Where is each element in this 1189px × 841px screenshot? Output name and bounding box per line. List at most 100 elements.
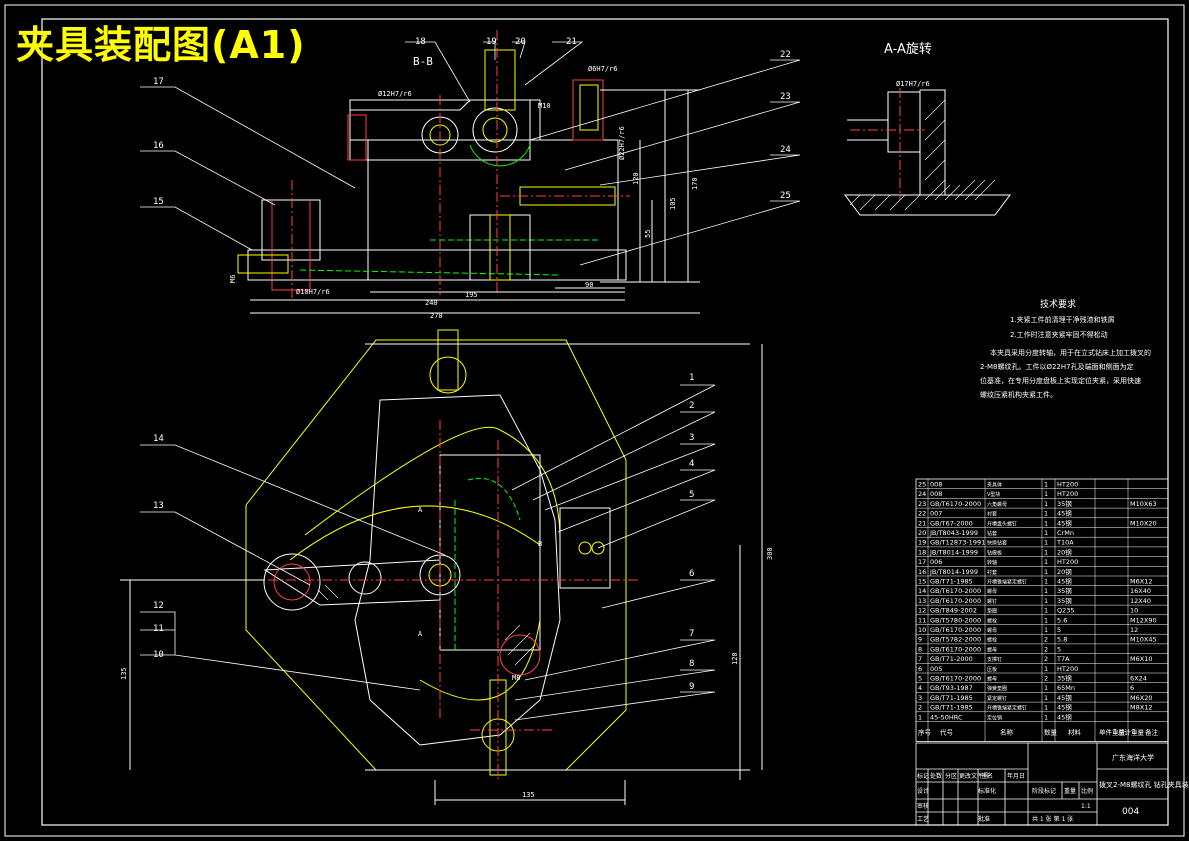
bom-cell: 3 [918, 694, 922, 702]
callout-1: 1 [689, 373, 694, 383]
callout-22: 22 [780, 50, 791, 60]
tb-count: 处数 [930, 772, 942, 780]
bom-cell: 1 [1044, 704, 1048, 712]
dim-240: 240 [425, 299, 438, 307]
bom-cell: 005 [930, 665, 942, 673]
bom-cell: Q235 [1057, 607, 1075, 615]
bom-cell: M10X20 [1130, 519, 1157, 527]
bom-cell: 1 [1044, 665, 1048, 673]
bom-cell: 1 [1044, 607, 1048, 615]
bom-cell: 23 [918, 500, 926, 508]
plan-view [120, 329, 763, 805]
bom-cell: 压板 [987, 666, 997, 673]
bom-cell: HT200 [1057, 558, 1078, 566]
bom-cell: 2 [1044, 655, 1048, 663]
dim-105: 105 [669, 197, 677, 210]
bom-cell: 17 [918, 558, 926, 566]
fit-label-4: Ø17H7/r6 [896, 80, 930, 88]
bom-cell: GB/T6170-2000 [930, 626, 981, 634]
bom-cell: M12X90 [1130, 616, 1157, 624]
bom-cell: GB/T71-1985 [930, 694, 973, 702]
callout-17: 17 [153, 77, 164, 87]
callout-21: 21 [566, 37, 577, 47]
bom-cell: 45钢 [1057, 713, 1072, 721]
bom-cell: 弹簧垫圈 [987, 685, 1007, 692]
bom-cell: 16X40 [1130, 587, 1151, 595]
bom-header-cell: 总计重量 [1118, 728, 1145, 737]
callout-18: 18 [415, 37, 426, 47]
bom-cell: 45钢 [1057, 510, 1072, 518]
fit-label-2: Ø6H7/r6 [588, 65, 618, 73]
bom-cell: 螺母 [987, 588, 997, 595]
bom-cell: 1 [1044, 597, 1048, 605]
plan-hatch [317, 584, 536, 666]
bom-cell: 5.8 [1057, 636, 1067, 644]
fit-label-3: Ø18H7/r6 [296, 288, 330, 296]
bom-cell: 21 [918, 519, 926, 527]
callout-23: 23 [780, 92, 791, 102]
bom-cell: CrMn [1057, 529, 1074, 537]
bom-cell: GB/T5780-2000 [930, 616, 981, 624]
bom-cell: 衬套 [987, 569, 997, 576]
bom-cell: 35钢 [1057, 587, 1072, 595]
tech-line-2: 2.工作时注意夹紧牢固不得松动 [1010, 330, 1108, 339]
callout-8: 8 [689, 659, 694, 669]
tb-weight: 重量 [1064, 787, 1076, 795]
callout-2: 2 [689, 401, 694, 411]
bom-cell: 螺栓 [987, 637, 997, 644]
bom-cell: 2 [1044, 675, 1048, 683]
section-bb-label: B-B [413, 55, 433, 68]
bom-cell: M6X20 [1130, 694, 1152, 702]
tb-school: 广东海洋大学 [1112, 753, 1154, 762]
bom-cell: 5 [918, 675, 922, 683]
bom-cell: 开槽盘头螺钉 [987, 520, 1017, 527]
title-block [915, 742, 1169, 826]
bom-cell: T10A [1056, 539, 1074, 547]
bom-cell: T7A [1056, 655, 1070, 663]
bom-cell: 螺母 [987, 627, 997, 634]
inner-frame [41, 18, 1169, 826]
dim-120b: 120 [731, 652, 739, 665]
callout-19: 19 [486, 37, 497, 47]
bom-cell: 12X40 [1130, 597, 1151, 605]
bom-cell: 1 [1044, 626, 1048, 634]
bom-cell: 支撑钉 [987, 656, 1002, 663]
bom-header-cell: 名称 [1000, 728, 1014, 737]
bom-cell: 006 [930, 558, 942, 566]
bom-cell: 1 [1044, 684, 1048, 692]
bom-cell: 35钢 [1057, 597, 1072, 605]
tech-desc-2: 2-M8螺纹孔。工件以Ø22H7孔及端面和侧面为定 [980, 362, 1134, 371]
dim-90: 90 [585, 281, 593, 289]
callout-13: 13 [153, 501, 164, 511]
bom-cell: 10 [918, 626, 926, 634]
bom-header-cell: 序号 [918, 728, 932, 737]
bom-cell: 1 [1044, 578, 1048, 586]
bom-cell: 1 [1044, 713, 1048, 721]
section-aa-label: A-A旋转 [884, 42, 932, 57]
tb-review: 审核 [917, 802, 929, 810]
tech-heading: 技术要求 [1040, 298, 1076, 310]
bom-cell: GB/T6170-2000 [930, 675, 981, 683]
bom-cell: 45钢 [1057, 519, 1072, 527]
bom-cell: 5 [1057, 626, 1061, 634]
bom-cell: 35钢 [1057, 675, 1072, 683]
callout-4: 4 [689, 459, 694, 469]
bom-cell: 1 [1044, 500, 1048, 508]
bom-cell: GB/T71-2000 [930, 655, 973, 663]
aa-hatch [849, 99, 996, 211]
bom-cell: GB/T6170-2000 [930, 597, 981, 605]
tb-change: 更改文件号 [959, 772, 989, 780]
bom-cell: 5.6 [1057, 616, 1067, 624]
bom-header-cell: 备注 [1145, 728, 1159, 737]
bom-cell: 45-50HRC [930, 713, 963, 721]
bom-cell: 12 [918, 607, 926, 615]
dim-a1: A [418, 506, 423, 514]
bom-cell: 1 [918, 713, 922, 721]
bom-header-cell: 单件重量 [1099, 728, 1126, 737]
bom-cell: 1 [1044, 568, 1048, 576]
outer-frame [4, 4, 1185, 837]
bom-cell: 13 [918, 597, 926, 605]
dim-170: 170 [691, 177, 699, 190]
bom-cell: GB/T5782-2000 [930, 636, 981, 644]
fit-label-1: Ø12H7/r6 [378, 90, 412, 98]
